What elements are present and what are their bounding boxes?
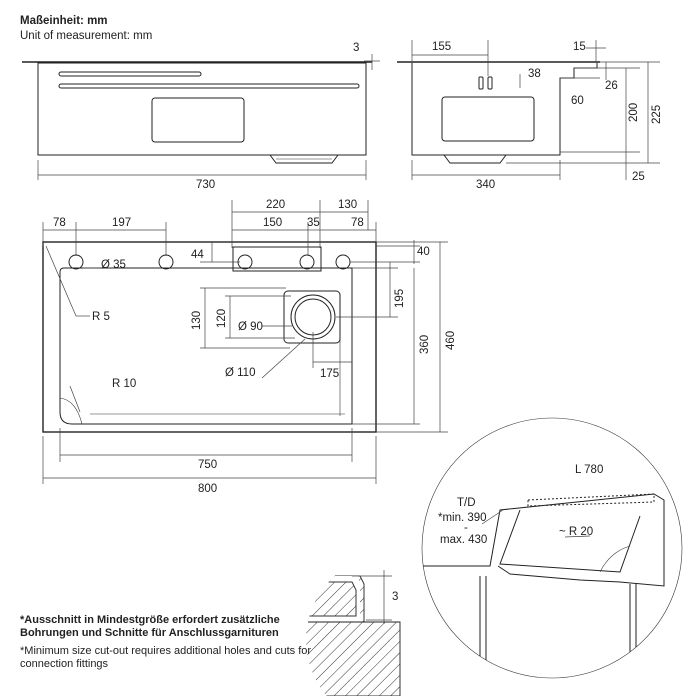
tap-hole bbox=[299, 254, 315, 270]
dia-leader bbox=[261, 338, 306, 379]
dim-195-label: 195 bbox=[394, 289, 406, 308]
tap-hole bbox=[158, 254, 174, 270]
detail-circle bbox=[421, 417, 683, 679]
front-drain-outlet bbox=[269, 154, 339, 164]
drain-dia-110-label: Ø 110 bbox=[225, 367, 255, 379]
radius-leader bbox=[69, 385, 81, 413]
detail-td-label: T/D bbox=[457, 497, 476, 509]
dim-130-left-label: 130 bbox=[191, 311, 203, 330]
detail-countertop bbox=[422, 493, 665, 587]
top-faucet-deck bbox=[232, 246, 322, 272]
footnote-de: *Ausschnitt in Mindestgröße erfordert zu… bbox=[20, 614, 280, 639]
dim-130-top-label: 130 bbox=[338, 199, 357, 211]
detail-corner-radius bbox=[599, 545, 631, 573]
radius-5-label: R 5 bbox=[92, 311, 110, 323]
detail-section: L 780 T/D *min. 390 - max. 430 ~ R 20 bbox=[421, 417, 683, 679]
side-drain-25-label: 25 bbox=[632, 171, 645, 183]
side-offset-155-label: 155 bbox=[432, 41, 451, 53]
dim-120-label: 120 bbox=[216, 309, 228, 328]
detail-bowl-wall bbox=[499, 509, 641, 573]
radius-leader bbox=[564, 535, 591, 538]
detail-td-min-label: *min. 390 bbox=[438, 512, 487, 524]
tap-hole bbox=[335, 254, 351, 270]
side-step-60-label: 60 bbox=[571, 95, 584, 107]
front-width-label: 730 bbox=[196, 179, 215, 191]
front-view: 730 3 bbox=[22, 42, 380, 191]
dim-78-right-label: 78 bbox=[351, 217, 364, 229]
dim-220-label: 220 bbox=[266, 199, 285, 211]
dim-44-label: 44 bbox=[191, 249, 204, 261]
side-offset-15-label: 15 bbox=[573, 41, 586, 53]
dim-150-label: 150 bbox=[263, 217, 282, 229]
side-step-26-label: 26 bbox=[605, 80, 618, 92]
front-bowl-outline bbox=[37, 62, 367, 156]
dim-197-label: 197 bbox=[112, 217, 131, 229]
side-overflow-38-label: 38 bbox=[528, 68, 541, 80]
drain-dia-90-label: Ø 90 bbox=[238, 321, 263, 333]
bowl-width-label: 750 bbox=[198, 459, 217, 471]
top-outer-outline bbox=[42, 241, 377, 433]
footnote-en: *Minimum size cut-out requires additiona… bbox=[20, 645, 312, 670]
dim-40-label: 40 bbox=[417, 246, 430, 258]
hole-dia-label: Ø 35 bbox=[101, 259, 126, 271]
dim-175-label: 175 bbox=[320, 368, 339, 380]
front-rim-label: 3 bbox=[353, 42, 359, 54]
overall-width-label: 800 bbox=[198, 483, 217, 495]
side-depth-225-label: 225 bbox=[651, 105, 663, 124]
side-depth-200-label: 200 bbox=[628, 103, 640, 122]
dim-460-label: 460 bbox=[445, 331, 457, 350]
rim-3-label: 3 bbox=[392, 591, 398, 603]
side-view: 340 155 15 38 26 60 200 225 25 bbox=[397, 40, 663, 191]
tap-hole bbox=[237, 254, 253, 270]
tap-hole bbox=[68, 254, 84, 270]
radius-leader bbox=[45, 245, 77, 317]
radius-arc bbox=[59, 397, 83, 425]
detail-td-max-label: max. 430 bbox=[440, 534, 487, 546]
side-width-label: 340 bbox=[476, 179, 495, 191]
front-shelf-rail bbox=[58, 71, 202, 77]
top-view: 78 197 220 130 150 35 78 44 40 Ø 35 R 5 … bbox=[42, 199, 457, 495]
overflow-slot bbox=[487, 76, 493, 90]
detail-td-dash-label: - bbox=[464, 522, 468, 534]
dim-35-top-label: 35 bbox=[307, 217, 320, 229]
drain-inner-ring bbox=[294, 298, 332, 336]
side-drain-outlet bbox=[443, 154, 507, 164]
detail-cutout-outline bbox=[527, 493, 655, 507]
detail-radius-label: ~ R 20 bbox=[559, 526, 593, 538]
td-leader bbox=[481, 509, 504, 525]
unit-label-de: Maßeinheit: mm bbox=[20, 15, 108, 27]
dim-360-label: 360 bbox=[419, 335, 431, 354]
unit-label-en: Unit of measurement: mm bbox=[20, 30, 153, 42]
overflow-slot bbox=[478, 76, 484, 90]
dim-78-left-label: 78 bbox=[53, 217, 66, 229]
front-shelf-rail bbox=[58, 83, 360, 89]
front-window bbox=[151, 97, 245, 143]
side-window bbox=[441, 96, 535, 142]
detail-length-label: L 780 bbox=[575, 464, 603, 476]
sink-rim-hatch bbox=[306, 581, 357, 617]
radius-10-label: R 10 bbox=[112, 378, 136, 390]
